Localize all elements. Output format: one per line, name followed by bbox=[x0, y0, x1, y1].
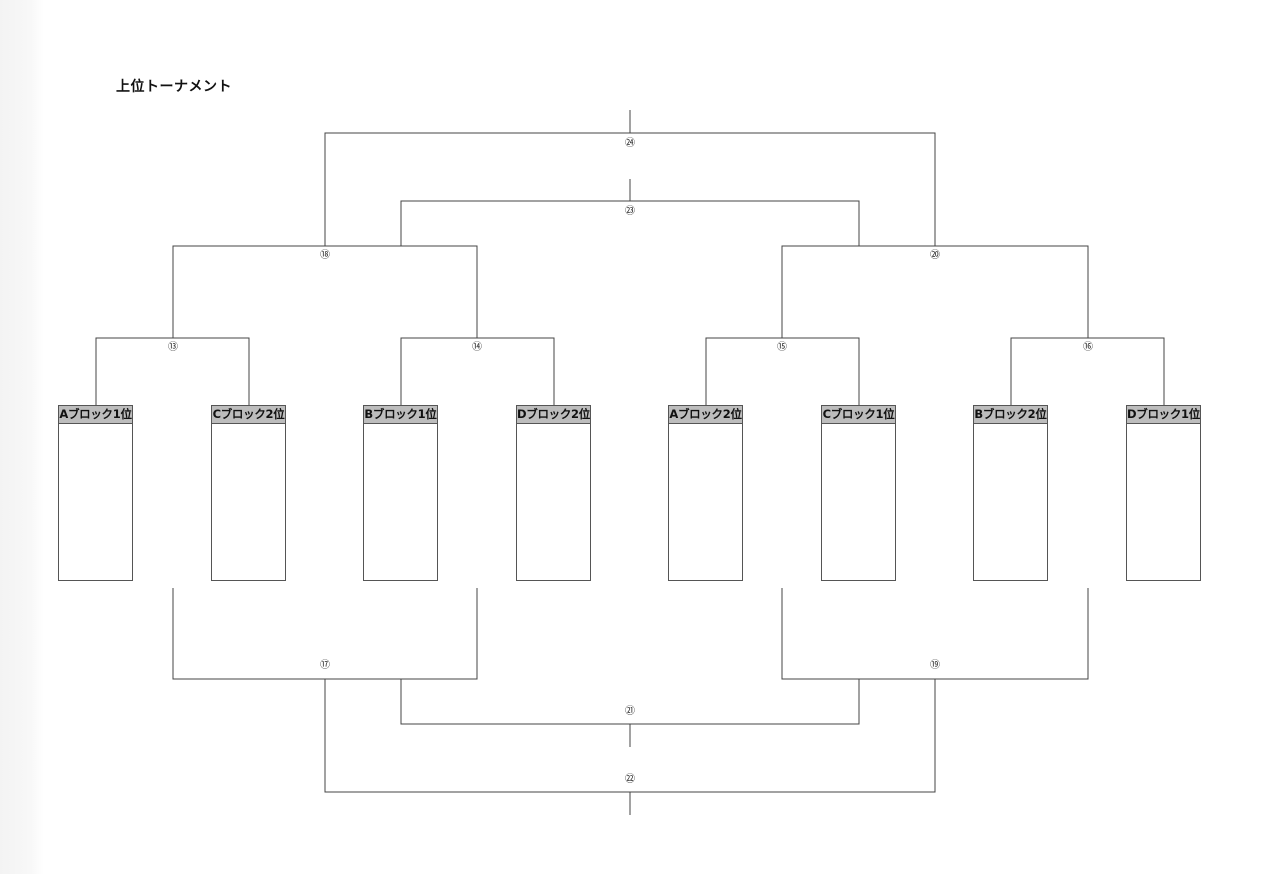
match-label-23: ㉓ bbox=[625, 206, 635, 217]
team-label: Cブロック2位 bbox=[212, 406, 285, 424]
page-title: 上位トーナメント bbox=[116, 79, 232, 95]
match-label-14: ⑭ bbox=[472, 342, 482, 353]
team-label: Cブロック1位 bbox=[822, 406, 895, 424]
left-gutter bbox=[0, 0, 44, 874]
team-entry-area bbox=[822, 424, 895, 582]
team-label: Dブロック1位 bbox=[1127, 406, 1200, 424]
match-label-17: ⑰ bbox=[320, 660, 330, 671]
team-entry-area bbox=[669, 424, 742, 582]
match-label-15: ⑮ bbox=[777, 342, 787, 353]
match-label-18: ⑱ bbox=[320, 250, 330, 261]
team-label: Bブロック2位 bbox=[974, 406, 1047, 424]
team-box-a1: Aブロック1位 bbox=[58, 405, 133, 581]
team-label: Aブロック1位 bbox=[59, 406, 132, 424]
team-entry-area bbox=[1127, 424, 1200, 582]
team-entry-area bbox=[212, 424, 285, 582]
match-label-13: ⑬ bbox=[168, 342, 178, 353]
team-entry-area bbox=[59, 424, 132, 582]
team-box-d2: Dブロック2位 bbox=[516, 405, 591, 581]
team-label: Bブロック1位 bbox=[364, 406, 437, 424]
team-entry-area bbox=[974, 424, 1047, 582]
match-label-21: ㉑ bbox=[625, 706, 635, 717]
team-label: Aブロック2位 bbox=[669, 406, 742, 424]
match-label-19: ⑲ bbox=[930, 660, 940, 671]
team-box-c2: Cブロック2位 bbox=[211, 405, 286, 581]
team-box-b2: Bブロック2位 bbox=[973, 405, 1048, 581]
team-entry-area bbox=[364, 424, 437, 582]
match-label-20: ⑳ bbox=[930, 250, 940, 261]
team-box-b1: Bブロック1位 bbox=[363, 405, 438, 581]
match-label-24: ㉔ bbox=[625, 138, 635, 149]
team-box-c1: Cブロック1位 bbox=[821, 405, 896, 581]
match-label-22: ㉒ bbox=[625, 774, 635, 785]
team-box-d1: Dブロック1位 bbox=[1126, 405, 1201, 581]
team-box-a2: Aブロック2位 bbox=[668, 405, 743, 581]
match-label-16: ⑯ bbox=[1083, 342, 1093, 353]
team-entry-area bbox=[517, 424, 590, 582]
team-label: Dブロック2位 bbox=[517, 406, 590, 424]
